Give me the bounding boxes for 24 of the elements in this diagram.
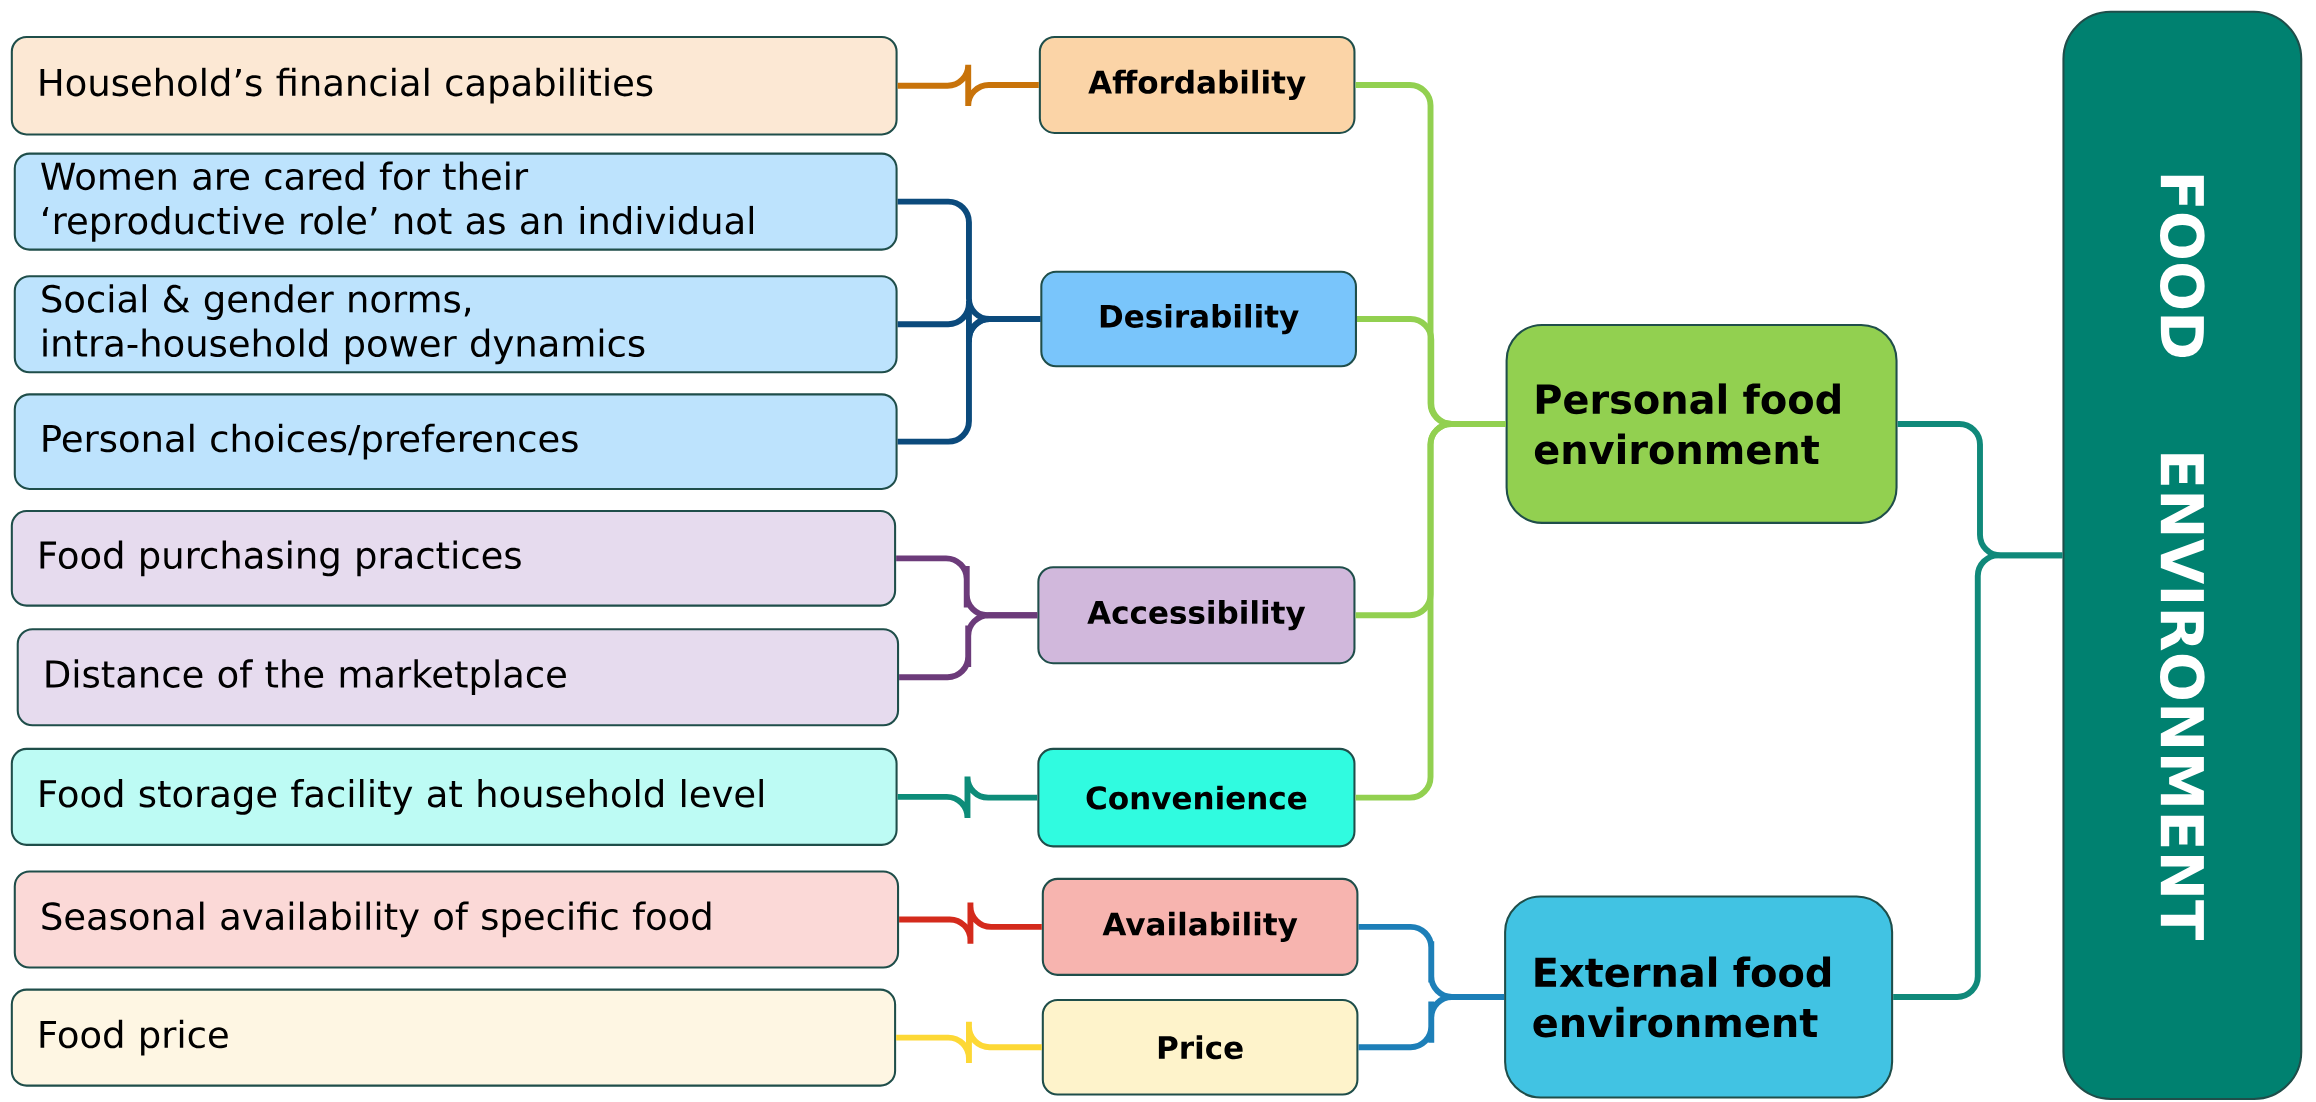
factor-box: Food purchasing practices (10, 510, 897, 607)
dimension-box: Availability (1041, 877, 1359, 976)
environment-box: Personal food environment (1505, 324, 1898, 524)
dimension-box: Accessibility (1037, 566, 1356, 665)
brace (1893, 552, 2063, 1001)
dimension-box: Affordability (1038, 35, 1356, 135)
brace (899, 612, 1038, 681)
factor-box: Food storage facility at household level (10, 747, 898, 846)
environment-box: External food environment (1504, 895, 1894, 1099)
factor-box: Social & gender norms, intra-household power dynamics (13, 275, 898, 374)
factor-box: Distance of the marketplace (16, 628, 900, 727)
factor-box: Food price (10, 988, 897, 1087)
brace (897, 316, 1041, 445)
food-environment-banner: FOOD ENVIRONMENT (2062, 10, 2303, 1101)
brace (899, 899, 1042, 947)
dimension-box: Price (1041, 999, 1359, 1096)
dimension-box: Convenience (1037, 747, 1356, 848)
factor-box: Personal choices/preferences (13, 393, 898, 490)
dimension-box: Desirability (1040, 270, 1357, 368)
factor-box: Seasonal availability of specific food (13, 870, 900, 969)
brace (1358, 994, 1505, 1051)
factor-box: Women are cared for their ‘reproductive role’ not as an individual (13, 152, 898, 251)
factor-box: Household’s financial capabilities (10, 35, 898, 136)
brace (1355, 421, 1506, 801)
